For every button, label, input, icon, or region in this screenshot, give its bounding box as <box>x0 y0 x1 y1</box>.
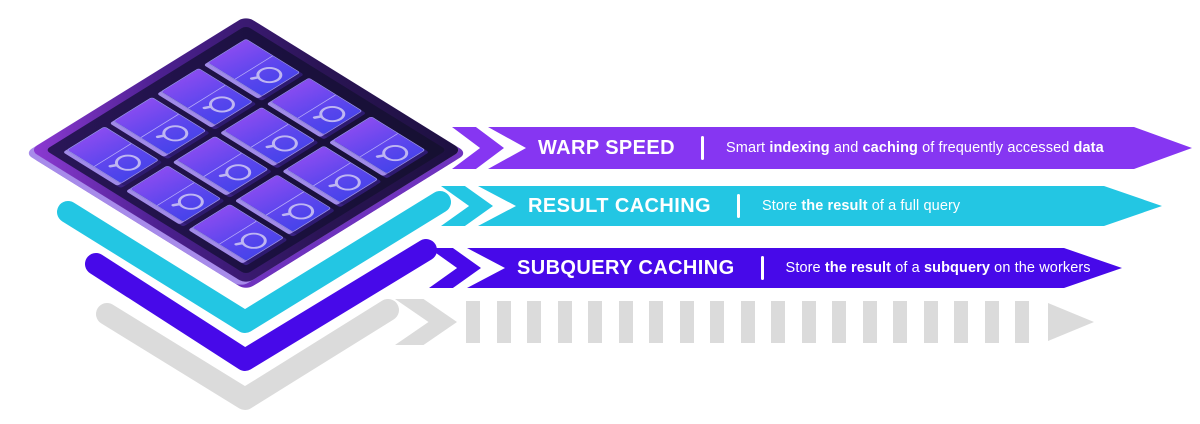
banner-warp-speed: WARP SPEED Smart indexing and caching of… <box>488 127 1192 169</box>
result-layer-chevron <box>57 191 451 333</box>
flow-dash <box>466 301 480 343</box>
flow-dash <box>679 301 694 343</box>
divider-bar <box>701 136 704 160</box>
flow-dash <box>801 301 816 343</box>
banner-description: Store the result of a full query <box>762 198 961 214</box>
flow-layer-chevron <box>96 299 399 410</box>
flow-dash <box>649 301 663 343</box>
flow-dashed-arrow <box>466 301 1029 343</box>
magnifier-icon <box>168 189 210 214</box>
flow-dash <box>710 301 724 343</box>
banner-description: Smart indexing and caching of frequently… <box>726 140 1104 156</box>
banner-description: Store the result of a subquery on the wo… <box>785 260 1091 276</box>
magnifier-icon <box>247 63 288 88</box>
magnifier-icon <box>278 199 320 224</box>
flow-dash <box>588 301 602 343</box>
flow-dash <box>771 301 785 343</box>
magnifier-icon <box>309 102 351 127</box>
flow-dash <box>527 301 541 343</box>
flow-dash <box>740 301 755 343</box>
flow-dash <box>1015 301 1029 343</box>
magnifier-icon <box>153 121 194 146</box>
flow-dash <box>862 301 877 343</box>
flow-dash <box>923 301 938 343</box>
banner-title: RESULT CACHING <box>528 194 712 217</box>
flow-dash <box>618 301 633 343</box>
subquery-layer-chevron <box>85 239 437 371</box>
divider-bar <box>737 194 740 218</box>
flow-dash <box>893 301 907 343</box>
banner-title: WARP SPEED <box>538 136 675 159</box>
magnifier-icon <box>262 131 304 156</box>
flow-dash <box>832 301 846 343</box>
magnifier-icon <box>325 170 367 195</box>
magnifier-icon <box>215 160 257 185</box>
flow-dash <box>954 301 968 343</box>
flow-dash <box>557 301 572 343</box>
banner-result-caching: RESULT CACHING Store the result of a ful… <box>478 186 1162 226</box>
divider-bar <box>761 256 764 280</box>
flow-dash <box>984 301 999 343</box>
magnifier-icon <box>372 141 414 166</box>
banner-subquery-caching: SUBQUERY CACHING Store the result of a s… <box>467 248 1122 288</box>
magnifier-icon <box>231 228 273 253</box>
banner-title: SUBQUERY CACHING <box>517 256 735 279</box>
magnifier-icon <box>106 150 147 175</box>
magnifier-icon <box>200 92 241 117</box>
flow-dash <box>496 301 511 343</box>
